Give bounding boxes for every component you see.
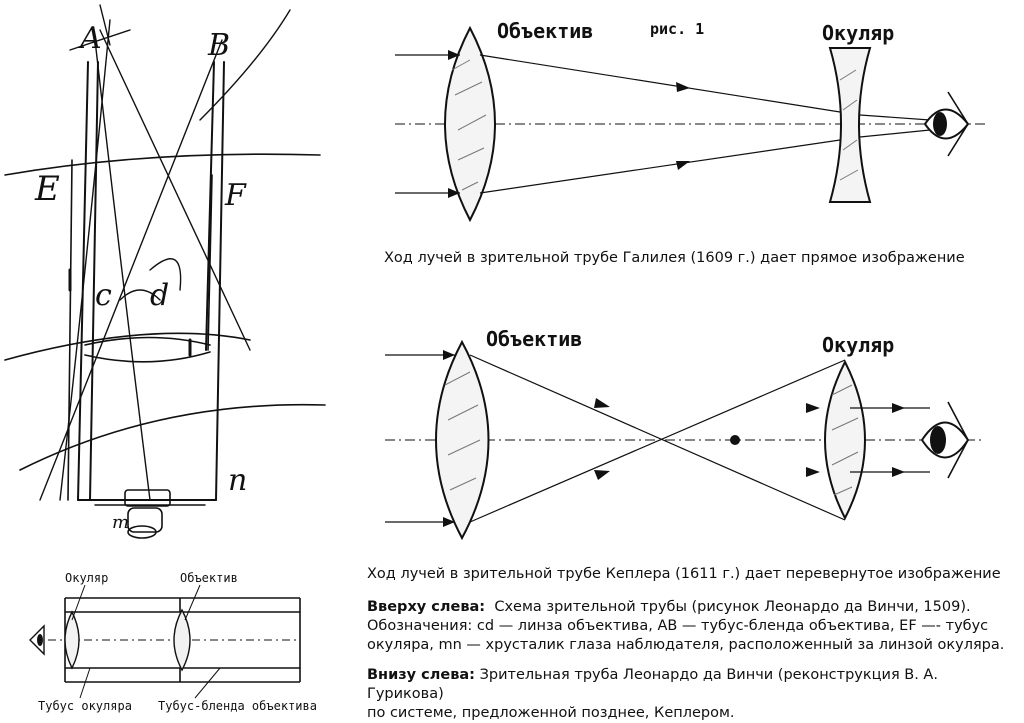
leonardo-sketch: A B E F c d n m: [4, 4, 326, 539]
recon-eyepiece-label: Окуляр: [65, 571, 108, 585]
recon-eyepiece-lens: [64, 610, 80, 670]
top-left-note-line1: Схема зрительной трубы (рисунок Леонардо…: [494, 599, 971, 615]
top-left-note-heading: Вверху слева:: [367, 599, 486, 615]
galileo-fig-label: рис. 1: [650, 20, 704, 38]
recon-eye-icon: [29, 624, 45, 656]
letter-a: A: [77, 21, 102, 56]
recon-eyepiece-tube-label: Тубус окуляра: [38, 699, 132, 713]
kepler-diagram: Объектив Окуляр: [385, 327, 985, 541]
letter-b: B: [207, 28, 230, 63]
letter-f: F: [224, 178, 247, 213]
kepler-caption: Ход лучей в зрительной трубе Кеплера (16…: [367, 566, 1001, 582]
kepler-objective-lens: [435, 339, 490, 541]
bottom-left-note: Внизу слева: Зрительная труба Леонардо д…: [367, 666, 1017, 723]
bottom-left-note-heading: Внизу слева:: [367, 667, 475, 683]
kepler-eye-icon: [920, 401, 970, 479]
galileo-objective-label: Объектив: [497, 19, 593, 43]
galileo-eyepiece-lens: [828, 47, 872, 203]
top-left-note-line2: Обозначения: cd — линза объектива, AB — …: [367, 618, 989, 634]
recon-objective-label: Объектив: [180, 571, 238, 585]
letter-n: n: [228, 463, 247, 498]
recon-objective-lens: [173, 608, 191, 672]
kepler-eyepiece-lens: [824, 359, 866, 521]
galileo-eyepiece-label: Окуляр: [822, 21, 894, 45]
galileo-caption: Ход лучей в зрительной трубе Галилея (16…: [384, 250, 965, 266]
letter-c: c: [95, 278, 112, 313]
kepler-objective-label: Объектив: [486, 327, 582, 351]
recon-objective-tube-label: Тубус-бленда объектива: [158, 699, 317, 713]
top-left-note: Вверху слева: Схема зрительной трубы (ри…: [367, 598, 1017, 655]
letter-m: m: [112, 512, 129, 533]
letter-d: d: [150, 278, 169, 313]
galileo-diagram: Объектив рис. 1 Окуляр: [395, 19, 985, 223]
top-left-note-line3: окуляра, mn — хрусталик глаза наблюдател…: [367, 637, 1005, 653]
reconstruction-diagram: Окуляр Объектив Тубус окуляра Тубус-блен…: [29, 571, 317, 713]
bottom-left-note-line2: по системе, предложенной позднее, Кеплер…: [367, 705, 735, 721]
kepler-eyepiece-label: Окуляр: [822, 333, 894, 357]
bottom-left-note-line1: Зрительная труба Леонардо да Винчи (реко…: [367, 667, 938, 702]
galileo-eye-icon: [923, 91, 970, 157]
letter-e: E: [34, 169, 60, 209]
